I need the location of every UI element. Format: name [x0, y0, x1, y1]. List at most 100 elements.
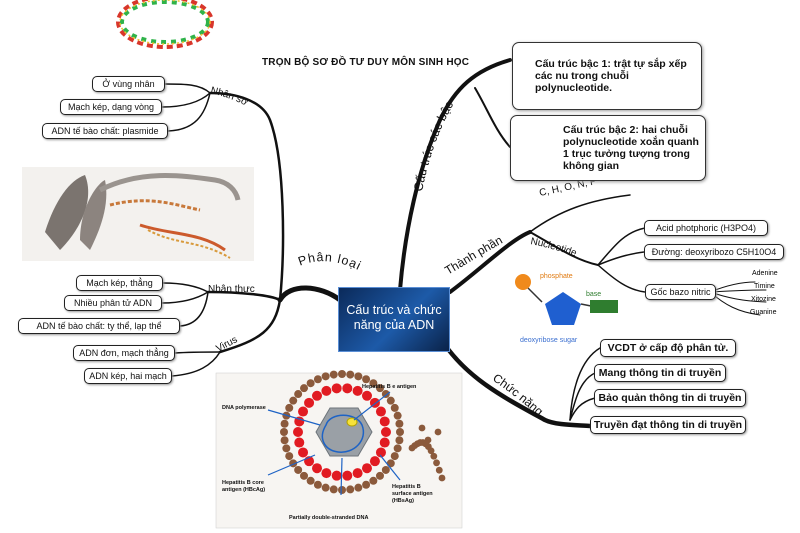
nhan-thuc-branch-line	[206, 290, 282, 302]
capsid-bead	[369, 379, 378, 388]
virus-item-2: ADN kép, hai mạch	[84, 368, 172, 384]
capsid-bead	[313, 375, 322, 384]
capsid-bead	[395, 436, 404, 445]
capsid-bead	[300, 471, 309, 480]
dna-ring-illustration	[116, 0, 214, 49]
base-shape	[590, 300, 618, 313]
nhan-thuc-item-2: Nhiều phân tử ADN	[64, 295, 162, 311]
base-xitozine: Xitozine	[751, 296, 776, 303]
capsid-bead	[293, 427, 303, 437]
thanh-phan-branch-line	[448, 230, 532, 294]
capsid-bead	[386, 396, 395, 405]
nhan-thuc-item-1: Mạch kép, thẳng	[76, 275, 163, 291]
center-node-line-2: năng của ADN	[353, 318, 435, 332]
capsid-bead	[312, 463, 323, 474]
chuc-nang-item-4: Truyền đạt thông tin di truyền	[590, 416, 746, 434]
capsid-bead	[321, 372, 330, 381]
capsid-bead	[338, 370, 346, 378]
page-title: TRỌN BỘ SƠ ĐỒ TƯ DUY MÔN SINH HỌC	[262, 57, 470, 68]
capsid-bead	[306, 379, 315, 388]
cau-truc-bac-2-card: Cấu trúc bậc 2: hai chuỗi polynucleotide…	[510, 115, 706, 181]
surface-particle	[418, 424, 426, 432]
virus-branch-line	[218, 298, 282, 354]
capsid-bead	[329, 485, 338, 494]
capsid-bead	[294, 437, 305, 448]
capsid-bead	[331, 470, 342, 481]
surface-antigen-label-3: (HBsAg)	[392, 498, 414, 504]
center-node-line-1: Cấu trúc và chức	[346, 303, 442, 317]
surface-particle	[427, 447, 435, 455]
sugar-shape	[545, 292, 581, 325]
capsid-bead	[280, 436, 289, 445]
capsid-bead	[375, 406, 386, 417]
virus-label: Virus	[214, 334, 239, 354]
svg-text:Phân loại: Phân loại	[296, 250, 363, 273]
nucleotide-diagram: phosphate base deoxyribose sugar	[515, 273, 618, 344]
chuc-nang-item-3: Bảo quản thông tin di truyền	[594, 389, 746, 407]
capsid-bead	[342, 383, 353, 394]
capsid-bead	[352, 385, 363, 396]
capsid-bead	[390, 452, 399, 461]
nhan-thuc-item-3: ADN tế bào chất: ty thể, lạp thể	[18, 318, 180, 334]
phosphate-label: phosphate	[540, 273, 573, 280]
chuc-nang-branch-line	[442, 342, 593, 429]
dna-polymerase-label: DNA polymerase	[222, 405, 266, 411]
capsid-bead	[386, 459, 395, 468]
hepatitis-b-virus-diagram: DNA polymerase Hepatitis B e antigen Hep…	[215, 370, 463, 529]
capsid-bead	[321, 468, 332, 479]
base-timine: Timine	[754, 283, 775, 290]
base-guanine: Guanine	[750, 309, 777, 316]
capsid-bead	[362, 375, 371, 384]
nhan-so-item-3: ADN tế bào chất: plasmide	[42, 123, 168, 139]
capsid-bead	[346, 370, 355, 379]
nucleotide-item-3: Gốc bazo nitric	[645, 284, 716, 300]
capsid-bead	[352, 468, 363, 479]
nhan-thuc-label: Nhân thực	[208, 284, 255, 295]
nhan-so-branch-line	[208, 91, 285, 302]
surface-antigen-label-2: surface antigen	[392, 491, 433, 497]
capsid-bead	[294, 416, 305, 427]
surface-particle	[438, 474, 446, 482]
cau-truc-branch-line	[398, 58, 512, 292]
capsid-bead	[381, 465, 390, 474]
capsid-bead	[379, 416, 390, 427]
core-antigen-label-1: Hepatitis B core	[222, 480, 264, 486]
core-antigen-label-2: antigen (HBcAg)	[222, 487, 265, 493]
sugar-label: deoxyribose sugar	[520, 337, 578, 344]
capsid-bead	[294, 465, 303, 474]
capsid-bead	[361, 390, 372, 401]
capsid-bead	[369, 476, 378, 485]
capsid-bead	[321, 483, 330, 492]
capsid-bead	[338, 486, 346, 494]
svg-text:Nucleotide: Nucleotide	[530, 236, 579, 259]
nucleotide-item-1: Acid photphoric (H3PO4)	[644, 220, 768, 236]
capsid-bead	[289, 396, 298, 405]
capsid-bead	[280, 428, 288, 436]
e-antigen-label: Hepatitis B e antigen	[362, 384, 417, 390]
chuc-nang-item-2: Mang thông tin di truyền	[594, 364, 726, 382]
capsid-bead	[375, 384, 384, 393]
capsid-bead	[285, 403, 294, 412]
capsid-bead	[321, 385, 332, 396]
nucleotide-label: Nucleotide	[530, 236, 579, 259]
partial-dna-label: Partially double-stranded DNA	[289, 515, 368, 521]
cau-truc-label: Cấu trúc các bậc	[411, 99, 456, 193]
capsid-bead	[304, 397, 315, 408]
center-node: Cấu trúc và chức năng của ADN	[338, 287, 450, 352]
nhan-so-item-2: Mạch kép, dạng vòng	[60, 99, 162, 115]
capsid-bead	[354, 483, 363, 492]
capsid-bead	[298, 447, 309, 458]
virus-item-1: ADN đơn, mạch thẳng	[73, 345, 175, 361]
capsid-bead	[342, 470, 353, 481]
capsid-bead	[331, 383, 342, 394]
capsid-bead	[313, 480, 322, 489]
capsid-bead	[393, 444, 402, 453]
capsid-bead	[285, 452, 294, 461]
chuc-nang-item-1: VCDT ở cấp độ phân tử.	[600, 339, 736, 357]
nhan-so-item-1: Ở vùng nhân	[92, 76, 165, 92]
capsid-bead	[362, 480, 371, 489]
capsid-bead	[294, 390, 303, 399]
cau-truc-bac-1-text: Cấu trúc bậc 1: trật tự sắp xếp các nu t…	[535, 58, 687, 94]
svg-text:Nhân thực: Nhân thực	[208, 284, 255, 295]
